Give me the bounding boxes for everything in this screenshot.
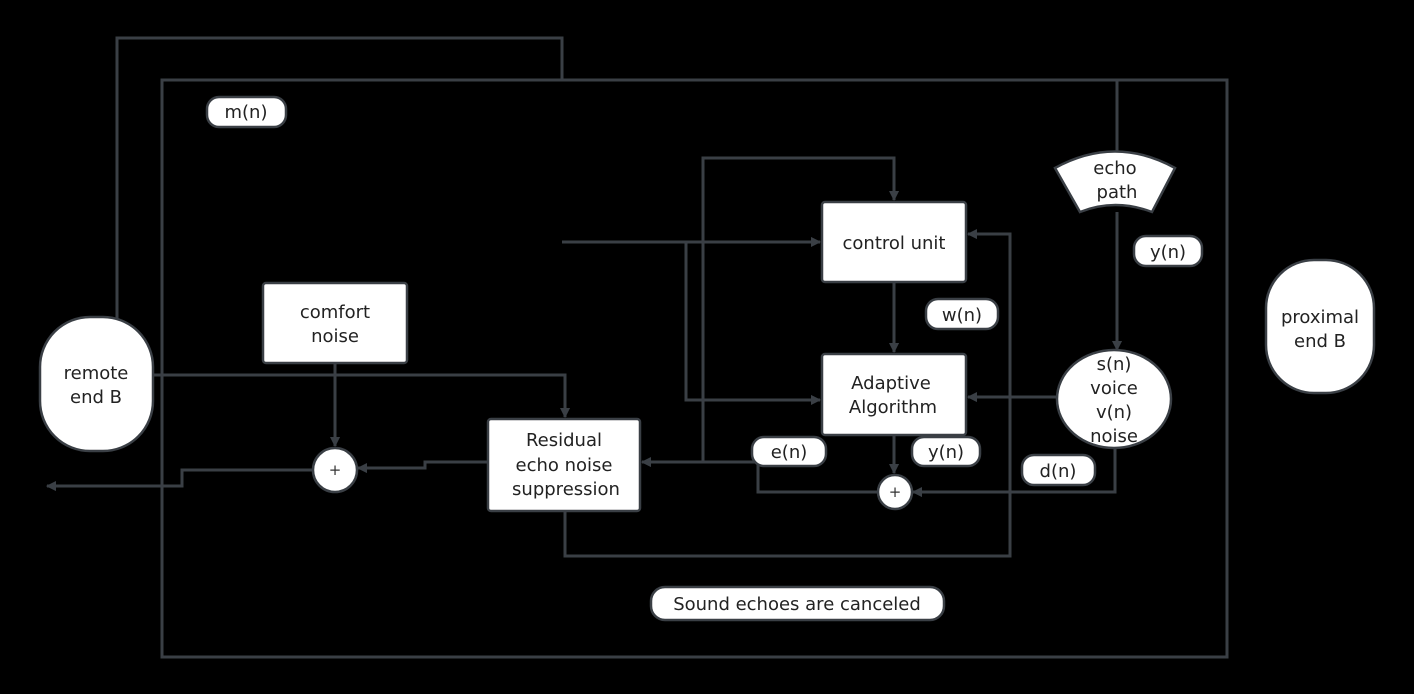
source-label: noise [1090, 426, 1138, 447]
adaptive-label: Adaptive [851, 373, 931, 394]
remote-end-label: remote [64, 363, 129, 384]
comfort-noise-label: comfort [300, 302, 370, 323]
echo-path-label: path [1097, 182, 1138, 203]
label-e-text: e(n) [771, 442, 808, 463]
label-d: d(n) [1020, 453, 1097, 487]
control-unit-box: control unit [820, 200, 968, 284]
label-w-text: w(n) [942, 305, 982, 326]
adaptive-label: Algorithm [849, 397, 937, 418]
control-unit-label: control unit [843, 233, 946, 254]
remote-end-label: end B [70, 387, 122, 408]
label-d-text: d(n) [1040, 461, 1077, 482]
source-label: s(n) [1097, 354, 1132, 375]
comfort-noise-label: noise [311, 326, 359, 347]
plus-icon: + [889, 483, 902, 501]
label-y-top-text: y(n) [1150, 242, 1186, 263]
connector-error-to-control [701, 156, 894, 462]
source-label: voice [1090, 378, 1138, 399]
label-e: e(n) [750, 435, 828, 468]
remote-end-node: remote end B [38, 315, 155, 453]
label-w: w(n) [924, 297, 1000, 331]
connector-source-to-sum [913, 448, 1117, 492]
source-label: v(n) [1096, 402, 1132, 423]
comfort-noise-box: comfort noise [261, 281, 409, 365]
label-m: m(n) [205, 95, 288, 129]
caption-text: Sound echoes are canceled [673, 594, 921, 615]
connector-remote-top [115, 36, 564, 318]
sum-node-left: + [311, 446, 359, 494]
sum-node-right: + [876, 473, 914, 511]
echo-path-node: echo path [1053, 150, 1177, 214]
label-m-text: m(n) [225, 102, 268, 123]
proximal-end-node: proximal end B [1264, 258, 1376, 395]
plus-icon: + [329, 461, 342, 479]
connector-remote-to-residual [153, 373, 565, 417]
label-y-bottom-text: y(n) [928, 442, 964, 463]
proximal-end-label: proximal [1281, 307, 1359, 328]
connector-residual-to-sum [358, 460, 488, 468]
caption: Sound echoes are canceled [649, 585, 946, 622]
residual-suppression-box: Residual echo noise suppression [486, 417, 642, 513]
system-boundary [160, 78, 1229, 659]
label-y-top: y(n) [1132, 234, 1204, 268]
proximal-end-label: end B [1294, 331, 1346, 352]
label-y-bottom: y(n) [910, 435, 982, 468]
output-arrow [47, 468, 313, 486]
adaptive-algorithm-box: Adaptive Algorithm [820, 352, 968, 437]
connector-error-sum [756, 462, 877, 494]
residual-label: suppression [512, 479, 620, 500]
connector-feedback-to-control [563, 234, 1012, 558]
residual-label: echo noise [516, 455, 613, 476]
residual-label: Residual [526, 430, 602, 451]
echo-path-label: echo [1093, 158, 1136, 179]
source-node: s(n) voice v(n) noise [1055, 348, 1173, 450]
connector-input-to-adaptive [684, 242, 820, 400]
